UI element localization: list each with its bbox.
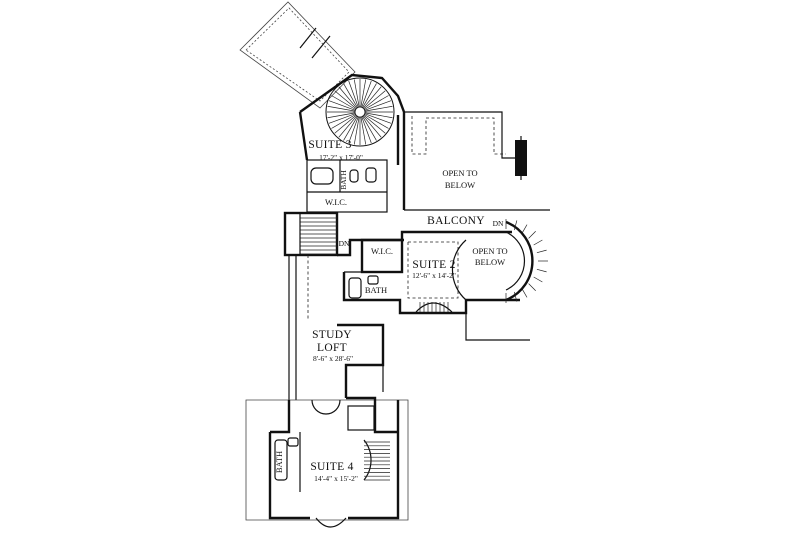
study-loft-dims: 8'-6" x 28'-6": [313, 354, 353, 363]
balcony-label: BALCONY: [427, 215, 485, 227]
linework: [513, 220, 518, 231]
linework: [521, 288, 528, 298]
linework: [364, 95, 389, 110]
linework: [343, 83, 358, 108]
open-to-below-main-line1: OPEN TO: [442, 168, 477, 178]
linework: [513, 291, 518, 302]
linework: [362, 83, 377, 108]
linework: [521, 224, 528, 234]
linework: [533, 239, 543, 246]
open-to-below-round-line1: OPEN TO: [472, 246, 507, 256]
linework: [334, 114, 357, 134]
linework: [362, 115, 382, 138]
suite2-bath-label: BATH: [365, 285, 387, 295]
suite3-area: [298, 73, 406, 213]
linework: [328, 113, 356, 124]
linework: [361, 116, 372, 144]
linework: [327, 105, 356, 112]
study-loft-line2: LOFT: [317, 342, 347, 354]
linework: [348, 116, 359, 144]
linework: [331, 114, 356, 129]
spiral-dome: [325, 77, 395, 147]
linework: [338, 86, 358, 109]
linework: [338, 115, 358, 138]
suite2-name: SUITE 2: [412, 259, 455, 271]
linework: [363, 114, 386, 134]
suite3-dims: 17'-2" x 17'-0": [319, 153, 363, 162]
suite4-area: [245, 396, 409, 528]
dn-right-label: DN: [493, 219, 504, 228]
linework: [364, 114, 389, 129]
linework: [360, 116, 367, 145]
left-stair: [283, 211, 339, 257]
linework: [528, 283, 536, 291]
suite2-area: [342, 230, 520, 315]
linework: [353, 116, 360, 145]
linework: [331, 95, 356, 110]
round-stair: [451, 219, 548, 341]
suite4-dims: 14'-4" x 15'-2": [314, 474, 358, 483]
open-to-below-round-line2: BELOW: [475, 257, 505, 267]
study-loft-area: [288, 238, 404, 400]
linework: [348, 80, 359, 108]
linework: [364, 112, 393, 119]
linework: [334, 90, 357, 110]
linework: [536, 268, 547, 273]
linework: [328, 100, 356, 111]
open-to-below-main-line2: BELOW: [445, 180, 475, 190]
suite2-wic-label: W.I.C.: [371, 246, 393, 256]
dn-left-label: DN: [339, 239, 350, 248]
linework: [364, 105, 393, 112]
linework: [362, 116, 377, 141]
suite3-name: SUITE 3: [308, 139, 351, 151]
linework: [360, 79, 367, 108]
linework: [327, 112, 356, 119]
linework: [361, 80, 372, 108]
linework: [364, 100, 392, 111]
linework: [536, 249, 547, 254]
suite3-bath-label: BATH: [339, 170, 348, 190]
linework: [528, 231, 536, 239]
roof-wing: [239, 1, 356, 109]
suite4-bath-label: BATH: [274, 451, 284, 473]
linework: [533, 276, 543, 283]
suite3-wic-label: W.I.C.: [325, 197, 347, 207]
linework: [362, 86, 382, 109]
suite4-name: SUITE 4: [310, 461, 353, 473]
suite2-dims: 12'-6" x 14'-2": [412, 271, 456, 280]
open-to-below-main-area: [404, 111, 550, 211]
study-loft-line1: STUDY: [312, 329, 352, 341]
linework: [363, 90, 386, 110]
linework: [343, 116, 358, 141]
linework: [364, 113, 392, 124]
linework: [353, 79, 360, 108]
